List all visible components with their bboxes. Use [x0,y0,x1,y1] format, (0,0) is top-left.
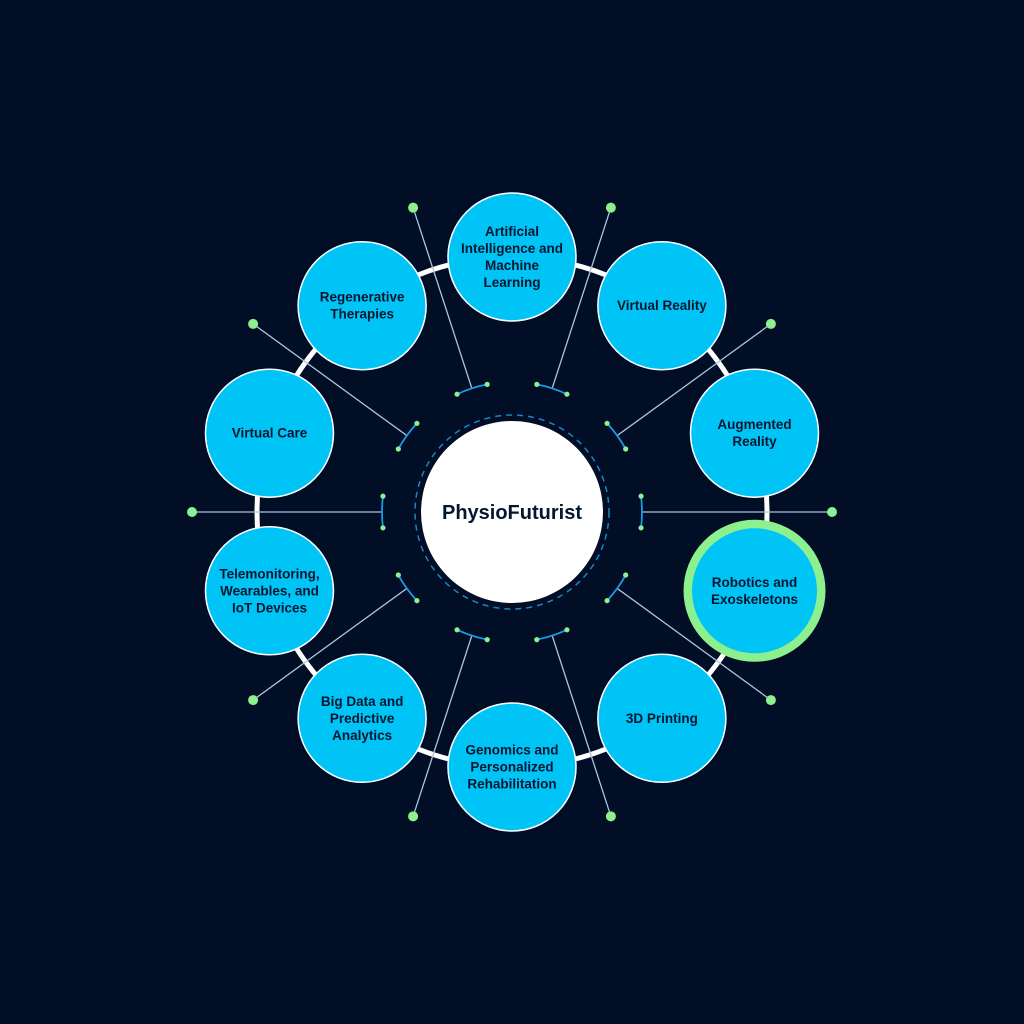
tick-end-dot [454,391,460,397]
connector-arc-tick [397,422,418,450]
connector-arc-tick [381,496,384,528]
node-circle [204,368,335,498]
node-circle [597,240,727,371]
node-circle [204,526,335,656]
node-label: Virtual Reality [617,298,707,313]
node-virtual-reality[interactable]: Virtual Reality [597,240,727,371]
node-label: Augmented [717,417,791,432]
node-circle [447,702,577,832]
connector-end-dot [605,811,616,822]
connector-line [412,207,473,389]
tick-end-dot [623,446,629,452]
node-circle [447,192,577,322]
connector-line [412,635,473,817]
connector-arc-tick [536,629,568,641]
tick-end-dot [380,525,386,531]
node-label: Big Data and [321,694,404,709]
tick-end-dot [638,493,644,499]
tick-end-dot [534,381,540,387]
node-label: Exoskeletons [711,592,798,607]
node-label: Wearables, and [220,583,319,598]
tick-end-dot [604,420,610,426]
node-label: Learning [483,275,540,290]
node-label: Genomics and [465,743,558,758]
tick-end-dot [638,525,644,531]
connector-end-dot [248,318,259,329]
center-hub: PhysioFuturist [414,414,610,610]
node-circle [297,653,427,784]
tick-end-dot [395,446,401,452]
connector-arc-tick [456,383,488,395]
connector-line [616,587,772,701]
connector-arc-tick [397,574,418,602]
node-label: Regenerative [320,290,405,305]
tick-end-dot [623,572,629,578]
node-virtual-care[interactable]: Virtual Care [204,368,335,498]
tick-end-dot [564,627,570,633]
node-label: Virtual Care [232,426,308,441]
tick-end-dot [414,420,420,426]
connector-arc-tick [606,422,627,450]
node-label: Personalized [470,760,553,775]
tick-end-dot [395,572,401,578]
tick-end-dot [414,598,420,604]
node-circle [689,368,820,498]
connector-end-dot [408,811,419,822]
node-label: Analytics [332,728,392,743]
connector-arc-tick [640,496,643,528]
tick-end-dot [454,627,460,633]
tick-end-dot [604,598,610,604]
connector-end-dot [187,507,197,517]
center-dashed-ring [414,414,610,610]
node-label: Telemonitoring, [219,566,319,581]
connector-arc-tick [456,629,488,641]
connector-end-dot [605,202,616,213]
connector-lines [187,202,837,822]
tick-end-dot [564,391,570,397]
tick-end-dot [484,637,490,643]
connector-end-dot [408,202,419,213]
connector-line [616,323,772,437]
connector-line [252,587,408,701]
node-label: Therapies [330,307,394,322]
node-label: Artificial [485,224,539,239]
node-circle [597,653,727,784]
connector-arc-tick [536,383,568,395]
tick-end-dot [380,493,386,499]
node-highlight-ring [683,519,826,662]
node-label: IoT Devices [232,600,307,615]
node-label: 3D Printing [626,711,698,726]
node-circle [689,525,821,657]
connector-end-dot [765,695,776,706]
node-3d-printing[interactable]: 3D Printing [597,653,727,784]
connector-end-dot [765,318,776,329]
node-label: Reality [732,434,777,449]
node-label: Machine [485,258,540,273]
node-label: Predictive [330,711,395,726]
node-circle [297,240,427,371]
connector-end-dot [248,695,259,706]
connector-end-dot [827,507,837,517]
node-label: Robotics and [712,575,798,590]
center-circle [421,421,603,603]
node-label: Rehabilitation [467,777,556,792]
connector-arc-tick [606,574,627,602]
connector-line [551,207,612,389]
connector-line [252,323,408,437]
node-label: Intelligence and [461,241,563,256]
tick-end-dot [534,637,540,643]
center-label: PhysioFuturist [442,502,582,524]
connector-line [551,635,612,817]
tick-end-dot [484,381,490,387]
